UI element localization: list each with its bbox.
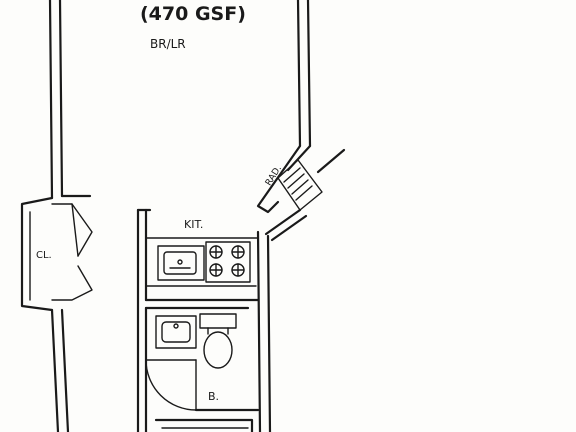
bath: B.: [144, 298, 260, 432]
area-label: (470 GSF): [140, 3, 246, 25]
left-lower-wall: [50, 308, 70, 432]
radiator: RAD.: [264, 159, 323, 211]
closet-label: CL.: [36, 250, 52, 261]
kitchen-stove: [205, 241, 251, 283]
main-room-walls: [48, 0, 312, 200]
bath-sink: [155, 315, 197, 349]
diagonal-wall: [256, 144, 346, 242]
kitchen-sink: [157, 245, 205, 281]
toilet: [199, 313, 237, 369]
kitchen-label: KIT.: [184, 218, 203, 231]
main-room-label: BR/LR: [150, 37, 186, 51]
closet: CL.: [20, 196, 93, 312]
kitchen: KIT.: [136, 208, 272, 432]
bath-label: B.: [208, 390, 219, 403]
